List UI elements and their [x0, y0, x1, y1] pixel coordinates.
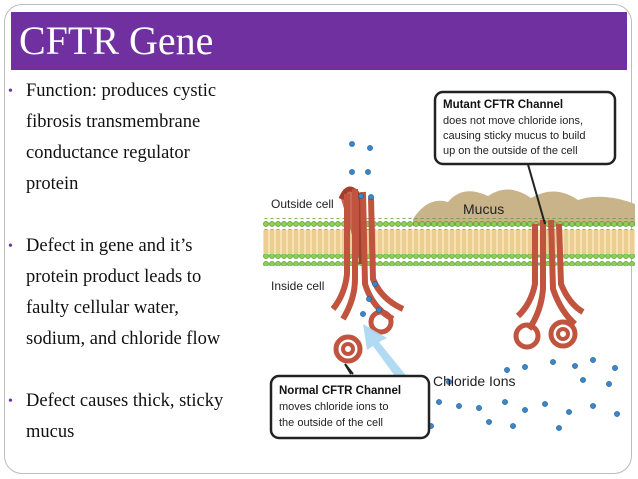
inside-cell-label: Inside cell: [271, 279, 324, 293]
chloride-ions: [349, 141, 620, 431]
bullet-marker: •: [8, 394, 13, 409]
bullet-marker: •: [8, 239, 13, 254]
bullet-item: • Defect in gene and it’s protein produc…: [8, 231, 260, 355]
normal-cftr-protein: [330, 186, 405, 364]
outside-cell-label: Outside cell: [271, 197, 334, 211]
cftr-diagram: Outside cell Inside cell Mucus Chloride …: [263, 90, 635, 440]
slide-title: CFTR Gene: [19, 18, 214, 63]
bullet-item: • Defect causes thick, sticky mucus: [8, 386, 260, 448]
title-bar: CFTR Gene: [11, 12, 627, 70]
membrane-top: [263, 218, 635, 230]
bullet-line: Defect causes thick, sticky: [26, 391, 224, 411]
bullet-line: protein product leads to: [26, 267, 202, 287]
bullet-line: Function: produces cystic: [26, 81, 217, 101]
mucus-label: Mucus: [463, 201, 504, 217]
mutant-callout: Mutant CFTR Channel does not move chlori…: [433, 90, 617, 225]
bullet-marker: •: [8, 84, 13, 99]
normal-callout: Normal CFTR Channel moves chloride ions …: [269, 363, 431, 440]
normal-callout-line: moves chloride ions to: [279, 401, 388, 413]
bullet-line: protein: [26, 174, 79, 194]
membrane-bottom: [263, 254, 635, 266]
bullet-line: fibrosis transmembrane: [26, 112, 201, 132]
mutant-callout-title: Mutant CFTR Channel: [443, 99, 563, 111]
mutant-callout-line: up on the outside of the cell: [443, 145, 578, 157]
membrane-tails: [263, 230, 635, 254]
bullet-line: mucus: [26, 422, 75, 442]
mutant-callout-line: causing sticky mucus to build: [443, 130, 585, 142]
bullet-list: • Function: produces cystic fibrosis tra…: [8, 76, 260, 479]
mutant-callout-line: does not move chloride ions,: [443, 115, 583, 127]
mucus-layer: [413, 189, 635, 226]
normal-callout-title: Normal CFTR Channel: [279, 385, 401, 397]
bullet-line: conductance regulator: [26, 143, 190, 163]
bullet-line: sodium, and chloride flow: [26, 329, 221, 349]
ion-flow-arrow: [363, 324, 413, 390]
normal-callout-line: the outside of the cell: [279, 417, 383, 429]
bullet-item: • Function: produces cystic fibrosis tra…: [8, 76, 260, 200]
bullet-line: faulty cellular water,: [26, 298, 179, 318]
bullet-line: Defect in gene and it’s: [26, 236, 193, 256]
chloride-ions-label: Chloride Ions: [433, 373, 516, 389]
mutant-cftr-protein: [513, 219, 585, 350]
